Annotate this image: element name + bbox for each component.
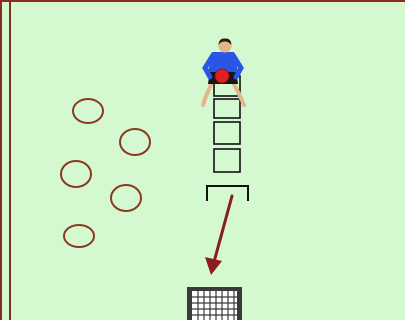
mini-goal-icon (187, 287, 242, 320)
ball-icon (215, 69, 229, 83)
goal-net (192, 291, 237, 320)
